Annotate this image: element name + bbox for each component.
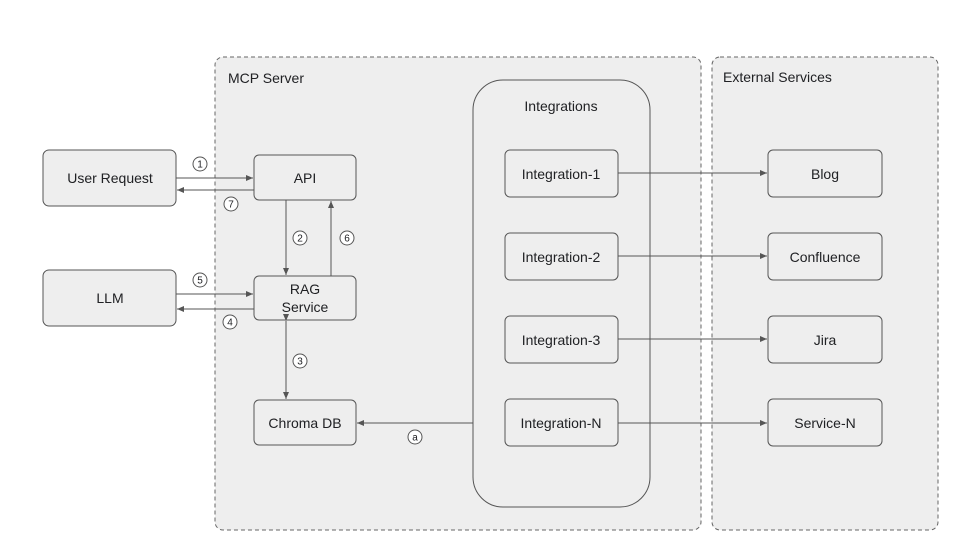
api-label: API [294, 170, 317, 186]
step-5-marker: 5 [192, 272, 208, 288]
integration-1-label: Integration-1 [522, 166, 601, 182]
step-a-label: a [412, 433, 418, 444]
jira-label: Jira [814, 332, 837, 348]
rag-label-line1: RAG [290, 281, 320, 297]
step-1-label: 1 [197, 160, 203, 171]
step-5-label: 5 [197, 276, 203, 287]
step-6-marker: 6 [339, 230, 355, 246]
step-3-marker: 3 [292, 353, 308, 369]
step-2-label: 2 [297, 234, 303, 245]
integration-2-label: Integration-2 [522, 249, 601, 265]
user-request-box: User Request [42, 149, 177, 207]
integration-n-box: Integration-N [504, 398, 619, 447]
api-box: API [253, 154, 357, 201]
step-a-marker: a [407, 429, 423, 445]
step-7-marker: 7 [223, 196, 239, 212]
confluence-box: Confluence [767, 232, 883, 281]
confluence-label: Confluence [790, 249, 861, 265]
step-4-marker: 4 [222, 314, 238, 330]
step-6-label: 6 [344, 234, 350, 245]
integration-n-label: Integration-N [521, 415, 602, 431]
step-7-label: 7 [228, 200, 234, 211]
external-services-container: External Services [711, 56, 939, 531]
connectors [176, 170, 767, 426]
step-4-label: 4 [227, 318, 233, 329]
service-n-box: Service-N [767, 398, 883, 447]
user-request-label: User Request [67, 170, 153, 186]
external-services-label: External Services [723, 69, 832, 85]
integrations-label: Integrations [524, 98, 597, 114]
integration-3-label: Integration-3 [522, 332, 601, 348]
blog-box: Blog [767, 149, 883, 198]
rag-service-box: RAG Service [253, 275, 357, 321]
rag-label-line2: Service [282, 299, 329, 315]
llm-box: LLM [42, 269, 177, 327]
llm-label: LLM [96, 290, 123, 306]
step-3-label: 3 [297, 357, 303, 368]
jira-box: Jira [767, 315, 883, 364]
step-1-marker: 1 [192, 156, 208, 172]
integration-1-box: Integration-1 [504, 149, 619, 198]
chroma-db-label: Chroma DB [268, 415, 341, 431]
mcp-server-label: MCP Server [228, 70, 304, 86]
service-n-label: Service-N [794, 415, 855, 431]
chroma-db-box: Chroma DB [253, 399, 357, 446]
integration-2-box: Integration-2 [504, 232, 619, 281]
integration-3-box: Integration-3 [504, 315, 619, 364]
blog-label: Blog [811, 166, 839, 182]
step-2-marker: 2 [292, 230, 308, 246]
